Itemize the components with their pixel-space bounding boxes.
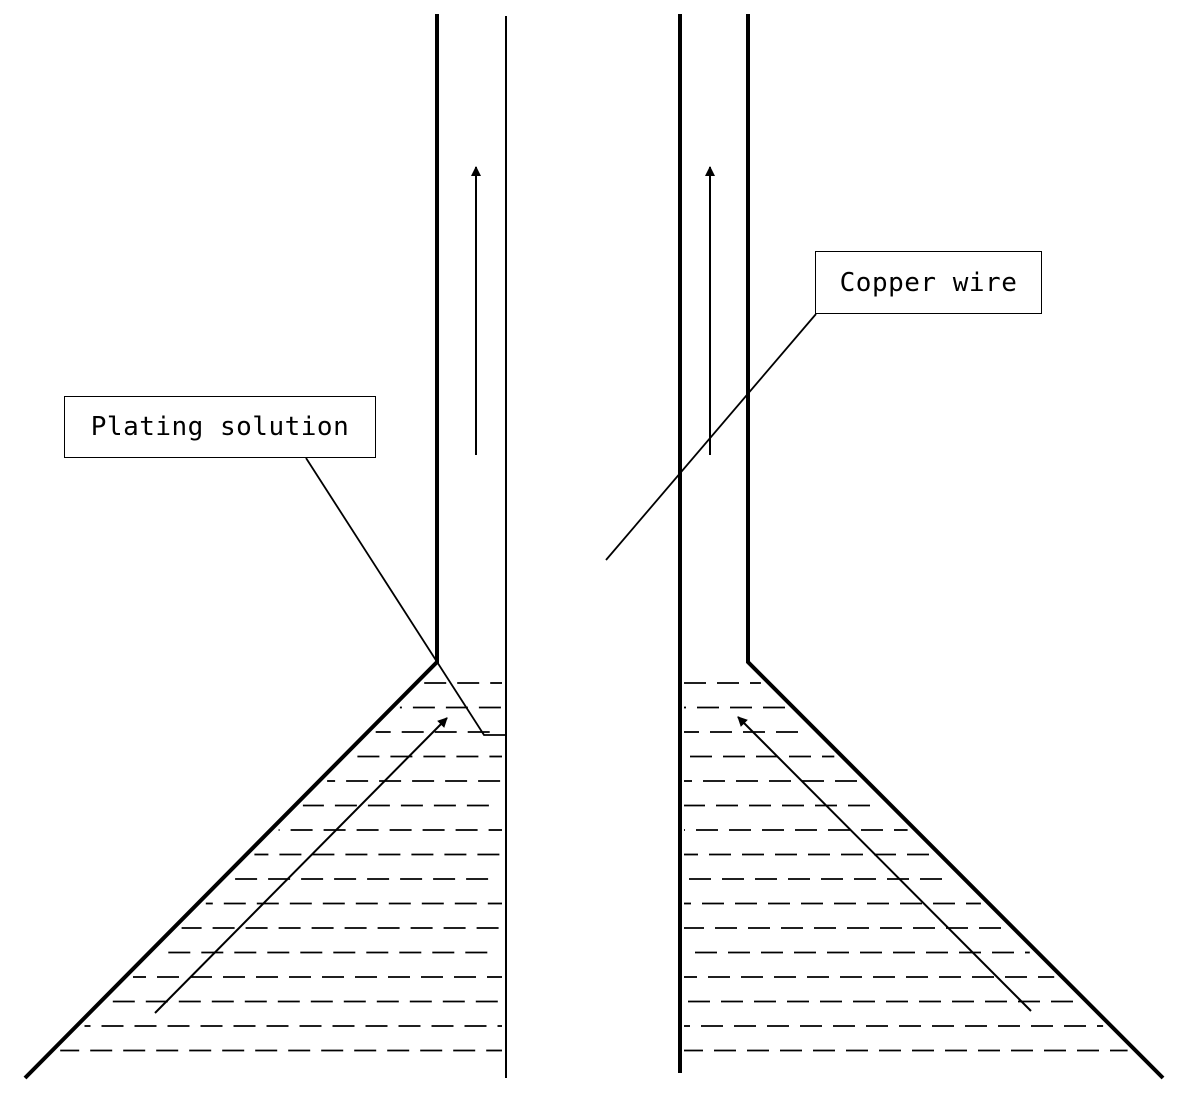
right-vessel-outer-wall bbox=[746, 14, 1165, 1080]
copper-wire-label: Copper wire bbox=[815, 251, 1042, 314]
plating-solution-leader-line bbox=[305, 457, 506, 736]
copper-wire-leader-line bbox=[605, 313, 817, 561]
plating-solution-label: Plating solution bbox=[64, 396, 376, 458]
right-plating-solution-dashes bbox=[684, 682, 1128, 1052]
left-vessel-outer-wall bbox=[23, 14, 439, 1080]
left-vessel bbox=[23, 14, 507, 1080]
left-plating-solution-dashes bbox=[60, 682, 502, 1052]
left-inflow-arrow bbox=[154, 717, 448, 1014]
right-vessel bbox=[678, 14, 1165, 1080]
right-inflow-arrow bbox=[737, 716, 1032, 1012]
